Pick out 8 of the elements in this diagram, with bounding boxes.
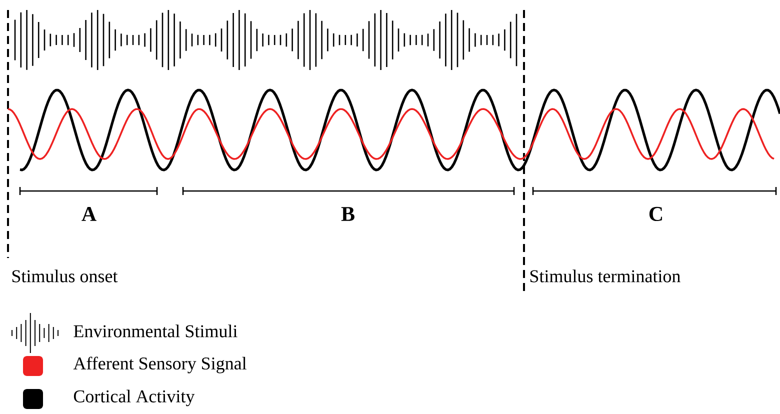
segment-letter: B	[341, 207, 354, 221]
event-label: Stimulus onset	[12, 270, 118, 282]
segment-letter: C	[649, 206, 662, 222]
legend-label: Afferent Sensory Signal	[73, 356, 246, 374]
event-label: Stimulus termination	[530, 270, 680, 282]
legend-label: Environmental Stimuli	[74, 324, 238, 338]
segment-letter: A	[82, 207, 96, 221]
legend-label: Cortical Activity	[74, 390, 195, 406]
